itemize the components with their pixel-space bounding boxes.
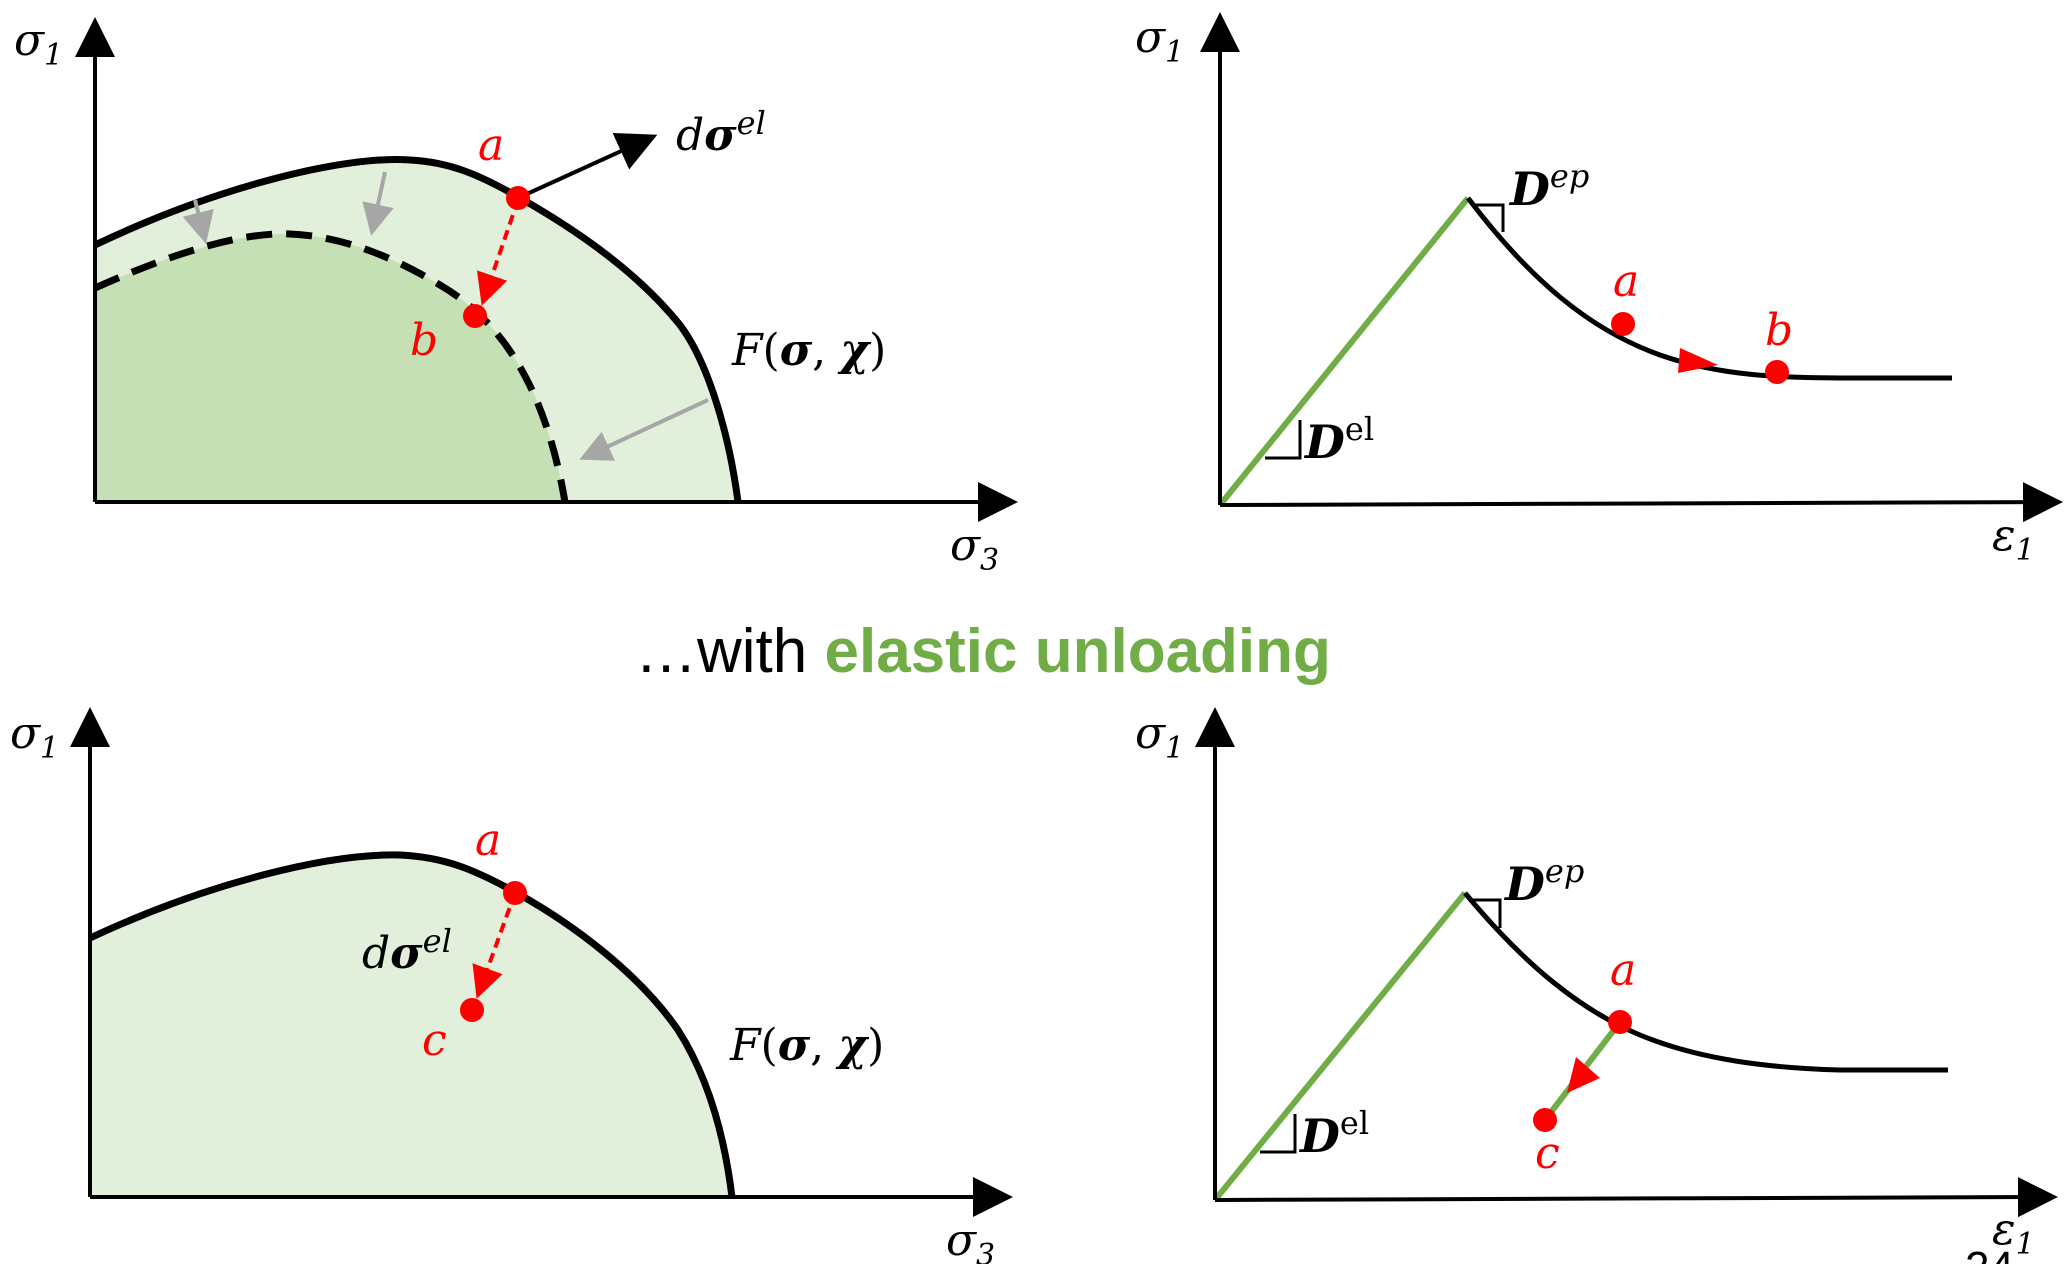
yield-function-label: F(σ, χ) — [731, 325, 886, 376]
stress-increment-label: dσel — [362, 922, 452, 979]
softening-curve — [1466, 196, 1952, 381]
elastic-trial-arrow — [517, 133, 658, 200]
y-axis-label: σ1 — [1135, 12, 1184, 70]
panel-yield-surface-unloading: σ1 σ3 a c dσel F(σ, χ) — [10, 707, 1013, 1264]
x-axis — [1214, 1177, 2058, 1218]
point-b — [463, 304, 487, 328]
softening-curve — [1463, 891, 1948, 1073]
point-a — [1608, 1010, 1632, 1034]
point-a-label: a — [475, 815, 501, 866]
caption: …with elastic unloading — [635, 617, 1331, 686]
point-b-label: b — [1765, 305, 1793, 356]
contracted-yield-surface — [93, 230, 569, 503]
elastic-branch — [1212, 891, 1468, 1202]
unloading-arrowhead — [1567, 1057, 1600, 1093]
x-axis-label: σ3 — [950, 520, 999, 578]
elastic-region — [90, 854, 732, 1197]
point-a-label: a — [1613, 256, 1639, 307]
del-slope-marker — [1260, 1114, 1297, 1154]
point-b — [1765, 360, 1789, 384]
dep-label: Dep — [1508, 157, 1589, 216]
del-slope-marker — [1265, 420, 1302, 460]
dep-slope-marker — [1472, 898, 1502, 928]
x-axis — [1219, 482, 2063, 523]
panel-stress-strain-unloading: σ1 ε1 Dep Del a c — [1135, 707, 2058, 1262]
shrink-arrow-1 — [182, 199, 214, 244]
elastic-branch — [1217, 196, 1471, 507]
panel-yield-surface-softening: σ1 σ3 a b dσel F(σ, χ) — [14, 15, 1018, 578]
shrink-arrow-3 — [579, 398, 709, 461]
yield-region-inner — [95, 233, 565, 502]
point-b-label: b — [410, 315, 438, 366]
point-c — [1533, 1108, 1557, 1132]
del-label: Del — [1298, 1104, 1369, 1163]
point-a-label: a — [478, 120, 504, 171]
point-c-label: c — [1535, 1128, 1560, 1179]
point-c — [460, 998, 484, 1022]
dep-slope-marker — [1475, 203, 1505, 232]
caption-highlight: elastic unloading — [824, 617, 1330, 686]
point-a — [506, 186, 530, 210]
direction-arrowhead — [1678, 348, 1718, 373]
y-axis-label: σ1 — [14, 15, 63, 73]
point-a — [1611, 312, 1635, 336]
y-axis-label: σ1 — [10, 708, 59, 766]
panel-stress-strain-softening: σ1 ε1 Dep Del a b — [1135, 12, 2063, 568]
point-a — [503, 881, 527, 905]
point-c-label: c — [422, 1015, 447, 1066]
y-axis-label: σ1 — [1135, 708, 1184, 766]
return-arrow — [476, 199, 520, 306]
del-label: Del — [1303, 410, 1374, 469]
point-a-label: a — [1610, 945, 1636, 996]
page-number: 24 — [1965, 1243, 2014, 1264]
x-axis-label: ε1 — [1992, 1204, 2035, 1262]
x-axis-label: σ3 — [946, 1215, 995, 1264]
unloading-arrow — [472, 892, 517, 999]
dep-label: Dep — [1503, 852, 1584, 911]
yield-function-label: F(σ, χ) — [729, 1020, 884, 1071]
stress-increment-label: dσel — [676, 104, 766, 161]
shrink-arrow-2 — [362, 171, 394, 236]
x-axis-label: ε1 — [1992, 510, 2035, 568]
